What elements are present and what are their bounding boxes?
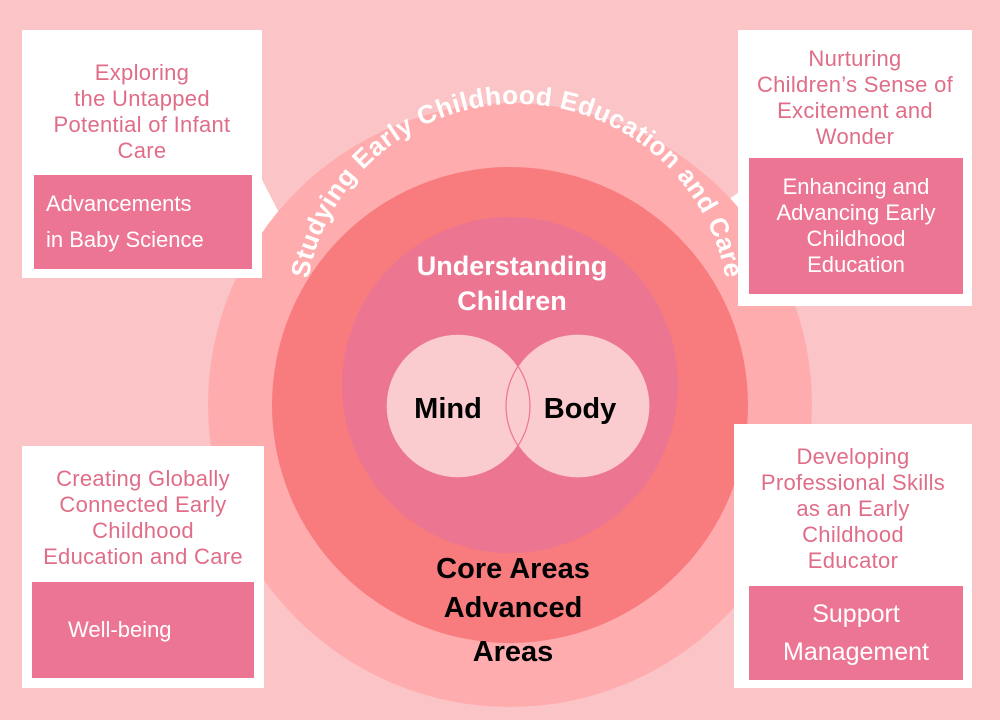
callout-tag-bottom-left: Well-being <box>32 582 254 678</box>
callout-tag-bottom-right: Support Management <box>749 586 963 680</box>
callout-heading-top-right: Nurturing Children’s Sense of Excitement… <box>756 46 954 149</box>
callout-box-bottom-left: Creating Globally Connected Early Childh… <box>22 446 264 688</box>
venn-label-mind: Mind <box>414 393 482 425</box>
callout-tag-top-right: Enhancing and Advancing Early Childhood … <box>749 158 963 294</box>
center-title-line1: Understanding <box>417 251 608 281</box>
label-advanced: Advanced <box>444 592 583 624</box>
venn-circle-body <box>505 333 651 479</box>
venn-circle-mind-outline <box>385 333 531 479</box>
callout-box-bottom-right: Developing Professional Skills as an Ear… <box>734 424 972 688</box>
callout-box-top-left: Exploring the Untapped Potential of Infa… <box>22 30 262 278</box>
label-core-areas: Core Areas <box>436 553 590 585</box>
callout-tag-top-left: Advancements in Baby Science <box>34 175 252 269</box>
center-title-line2: Children <box>457 286 567 316</box>
label-areas: Areas <box>473 636 554 668</box>
callout-heading-bottom-right: Developing Professional Skills as an Ear… <box>760 444 946 573</box>
callout-heading-top-left: Exploring the Untapped Potential of Infa… <box>53 60 231 163</box>
venn-label-body: Body <box>544 393 617 425</box>
callout-heading-bottom-left: Creating Globally Connected Early Childh… <box>43 466 243 569</box>
callout-box-top-right: Nurturing Children’s Sense of Excitement… <box>738 30 972 306</box>
